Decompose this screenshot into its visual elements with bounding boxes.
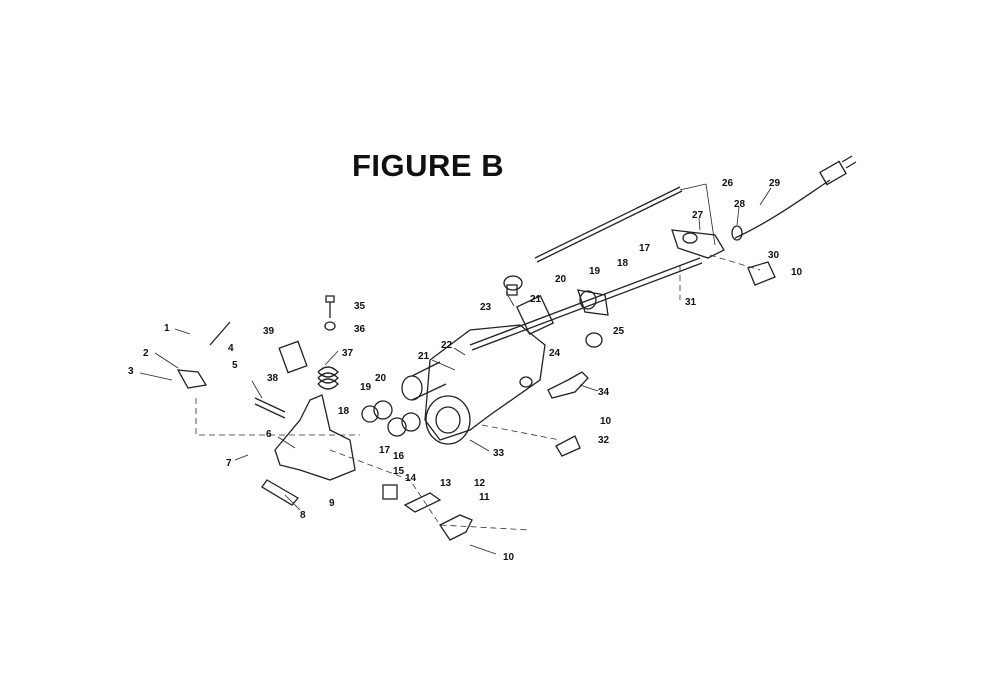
callout-36: 36 [354, 324, 366, 335]
callout-19-b: 19 [360, 382, 372, 393]
callout-18: 18 [617, 258, 629, 269]
clamp-2 [176, 369, 208, 389]
callout-37: 37 [342, 348, 354, 359]
callout-4: 4 [228, 343, 234, 354]
cylinder-21-upper [516, 295, 554, 335]
pin-38 [254, 397, 286, 419]
bolt-35 [325, 295, 335, 318]
callout-1: 1 [164, 323, 170, 334]
callout-3: 3 [128, 366, 134, 377]
rod-26 [534, 186, 683, 263]
callout-13: 13 [440, 478, 452, 489]
assembly-line-d [709, 254, 761, 271]
callout-21: 21 [530, 294, 542, 305]
fork-11 [439, 514, 473, 541]
callout-5: 5 [232, 360, 238, 371]
assembly-line-a [195, 398, 360, 436]
callout-32: 32 [598, 435, 610, 446]
callout-25: 25 [613, 326, 625, 337]
callout-10-b: 10 [600, 416, 612, 427]
plug-14 [382, 484, 398, 500]
callout-24: 24 [549, 348, 561, 359]
callout-16: 16 [393, 451, 405, 462]
callout-20: 20 [555, 274, 567, 285]
callout-31: 31 [685, 297, 697, 308]
callout-30: 30 [768, 250, 780, 261]
callout-22: 22 [441, 340, 453, 351]
cylinder-21-lower [401, 361, 447, 401]
lever-34 [547, 371, 589, 399]
gear-housing-33 [424, 324, 546, 445]
callout-2: 2 [143, 348, 149, 359]
bracket-30 [747, 261, 776, 286]
callout-20-b: 20 [375, 373, 387, 384]
callout-10: 10 [791, 267, 803, 278]
washers-20 [373, 290, 597, 437]
grommet-28 [731, 225, 743, 241]
callout-19: 19 [589, 266, 601, 277]
callout-33: 33 [493, 448, 505, 459]
part-13 [403, 492, 442, 513]
callout-35: 35 [354, 301, 366, 312]
callout-7: 7 [226, 458, 232, 469]
callout-29: 29 [769, 178, 781, 189]
callout-11: 11 [479, 492, 490, 503]
callout-12: 12 [474, 478, 486, 489]
main-shaft [469, 257, 703, 351]
callout-23: 23 [480, 302, 492, 313]
switch-32 [555, 435, 581, 457]
roller-39 [278, 340, 308, 374]
callout-39: 39 [263, 326, 275, 337]
callout-8: 8 [300, 510, 306, 521]
callout-34: 34 [598, 387, 610, 398]
power-cord-29 [734, 155, 857, 239]
nut-36 [324, 321, 336, 331]
figure-title: FIGURE B [352, 148, 505, 183]
callout-38: 38 [267, 373, 279, 384]
nut-25 [585, 332, 603, 348]
handle-27 [671, 229, 725, 259]
callout-17: 17 [639, 243, 651, 254]
callout-28: 28 [734, 199, 746, 210]
callout-9: 9 [329, 498, 335, 509]
key-8 [261, 479, 300, 506]
callout-14: 14 [405, 473, 417, 484]
callout-21-b: 21 [418, 351, 430, 362]
callout-17-b: 17 [379, 445, 391, 456]
spring-37 [317, 366, 339, 390]
bracket-6 [274, 394, 356, 481]
knob-23 [503, 275, 523, 296]
flange-19 [361, 289, 609, 423]
callout-18-b: 18 [338, 406, 350, 417]
washer-24 [519, 376, 533, 388]
assembly-line-c [481, 424, 561, 441]
assembly-line-b [329, 449, 531, 531]
callout-27: 27 [692, 210, 704, 221]
callout-26: 26 [722, 178, 734, 189]
callout-15: 15 [393, 466, 405, 477]
callout-10-c: 10 [503, 552, 515, 563]
callout-6: 6 [266, 429, 272, 440]
lever-4 [209, 321, 231, 346]
